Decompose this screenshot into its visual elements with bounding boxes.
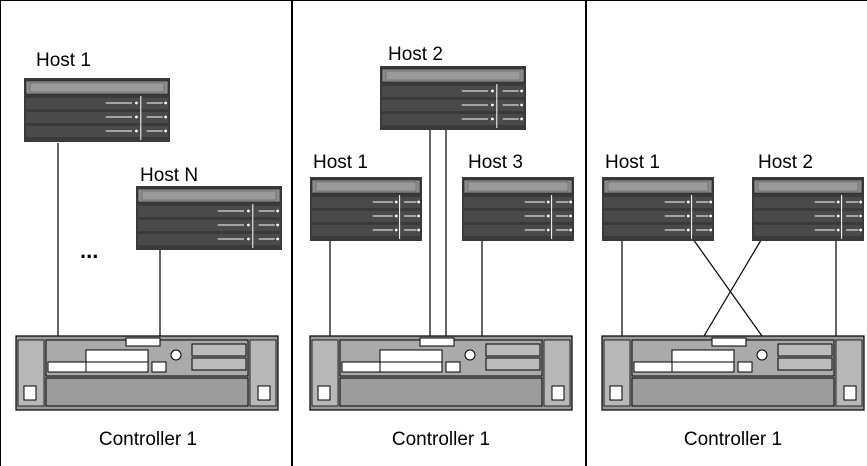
storage-controller-icon xyxy=(309,335,573,411)
host-unit xyxy=(310,177,422,241)
controller-unit xyxy=(309,335,573,411)
panel-right xyxy=(586,0,867,466)
host-unit xyxy=(380,66,526,130)
host-unit xyxy=(462,177,574,241)
host-unit xyxy=(136,186,282,250)
server-rack-icon xyxy=(136,186,282,250)
host-unit xyxy=(752,177,864,241)
server-rack-icon xyxy=(380,66,526,130)
host-unit xyxy=(24,78,170,142)
host-label: Host 2 xyxy=(388,44,443,65)
server-rack-icon xyxy=(462,177,574,241)
host-label: Host 3 xyxy=(468,152,523,173)
ellipsis: ... xyxy=(80,238,98,263)
connection-lines xyxy=(57,118,837,337)
link-host1-controller-cross xyxy=(682,224,763,337)
host-label: Host N xyxy=(140,165,198,186)
host-unit xyxy=(602,177,714,241)
host-label: Host 1 xyxy=(36,50,91,71)
storage-controller-icon xyxy=(601,335,865,411)
controller-label: Controller 1 xyxy=(99,429,197,450)
server-rack-icon xyxy=(310,177,422,241)
controller-label: Controller 1 xyxy=(684,429,782,450)
server-rack-icon xyxy=(752,177,864,241)
controller-label: Controller 1 xyxy=(392,429,490,450)
host-label: Host 1 xyxy=(313,152,368,173)
link-host2-controller-cross xyxy=(703,224,771,337)
host-label: Host 1 xyxy=(605,152,660,173)
host-label: Host 2 xyxy=(758,152,813,173)
storage-controller-icon xyxy=(15,335,279,411)
panel-left xyxy=(0,0,292,466)
server-rack-icon xyxy=(602,177,714,241)
server-rack-icon xyxy=(24,78,170,142)
panel-middle xyxy=(292,0,586,466)
controller-unit xyxy=(15,335,279,411)
controller-unit xyxy=(601,335,865,411)
